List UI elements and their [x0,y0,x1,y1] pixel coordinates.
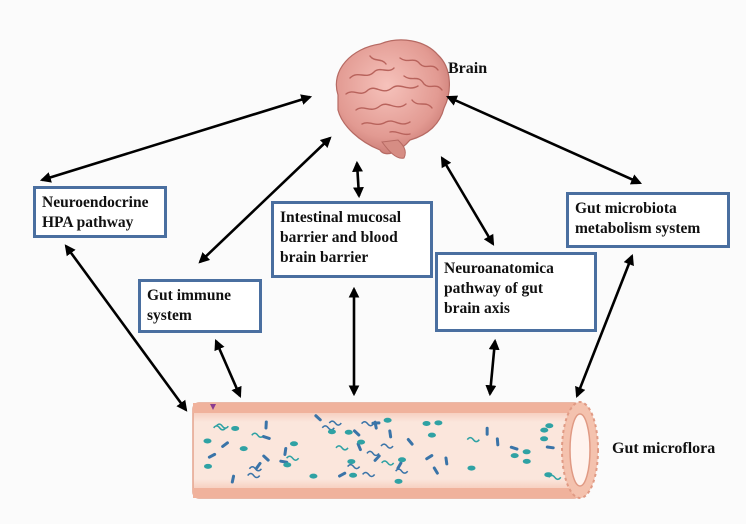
gut-immune-system-box: Gut immune system [138,279,262,333]
bacterium [398,457,406,462]
bacterium [204,464,212,469]
brain-illustration [336,40,449,158]
intestinal-line-1: Intestinal mucosal [280,208,424,228]
bacterium [511,453,519,458]
arrow-brain-neuroanatomical [442,158,493,244]
arrow-immune-gut [216,341,240,396]
arrow-neuroanatomical-gut [490,341,495,394]
neuroanatomical-line-3: brain axis [444,299,588,319]
gut-immune-line-1: Gut immune [147,286,253,306]
bacterium [290,441,298,446]
bacterium [203,439,211,444]
metabolism-line-1: Gut microbiota [575,199,721,219]
intestinal-line-3: brain barrier [280,248,424,268]
bacterium [349,473,357,478]
bacterium [357,440,365,445]
intestinal-line-2: barrier and blood [280,228,424,248]
bacterium [540,428,548,433]
bacterium [347,459,355,464]
bacterium [467,466,475,471]
bacterium [384,418,392,423]
neuroendocrine-hpa-box: Neuroendocrine HPA pathway [33,186,167,238]
bacterium [428,433,436,438]
brain-label: Brain [448,60,487,78]
bacterium [264,420,267,429]
bacterium [328,429,336,434]
arrow-brain-intestinal [357,163,359,196]
intestinal-barrier-box: Intestinal mucosal barrier and blood bra… [271,201,433,278]
bacterium [423,421,431,426]
metabolism-line-2: metabolism system [575,219,721,239]
bacterium [540,436,548,441]
neuroanatomical-pathway-box: Neuroanatomica pathway of gut brain axis [435,252,597,332]
bacterium [434,420,442,425]
gut-microflora-label: Gut microflora [612,440,715,458]
bacterium [545,423,553,428]
bacterium [544,472,552,477]
bacterium [523,459,531,464]
gut-illustration [193,402,598,498]
arrow-brain-neuroendocrine [42,97,310,180]
arrow-brain-metabolism [448,97,640,183]
neuroanatomical-line-2: pathway of gut [444,279,588,299]
bacterium [395,479,403,484]
bacterium [486,427,489,436]
gut-microbiota-metabolism-box: Gut microbiota metabolism system [566,192,730,248]
bacterium [283,462,291,467]
bacterium [309,474,317,479]
neuroanatomical-line-1: Neuroanatomica [444,259,588,279]
bacterium [231,426,239,431]
gut-immune-line-2: system [147,306,253,326]
bacterium [371,421,380,424]
neuroendocrine-line-1: Neuroendocrine [42,193,158,213]
neuroendocrine-line-2: HPA pathway [42,213,158,233]
bacterium [240,446,248,451]
bacterium [523,449,531,454]
bacterium [345,430,353,435]
